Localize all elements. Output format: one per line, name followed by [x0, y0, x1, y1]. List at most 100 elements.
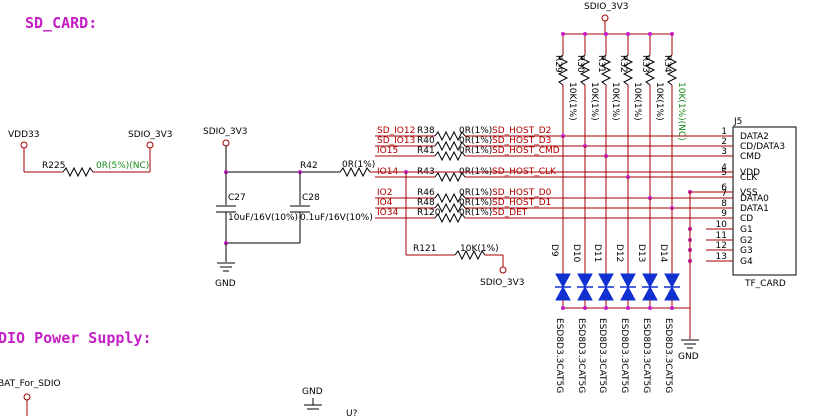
pullup-ref-1: R30 [575, 55, 585, 73]
j5-pin-num-10: 10 [716, 220, 728, 230]
signal-value-6: 0R(1%) [459, 208, 492, 218]
r121-block: R121 10K(1%) SDIO_3V3 [405, 172, 525, 288]
r121-ref: R121 [413, 244, 436, 254]
pullup-value-0: 10K(1%) [567, 82, 577, 121]
j5-pin-num-7: 7 [721, 189, 727, 199]
j5-ref: J5 [733, 117, 742, 127]
vdd33-port [20, 141, 28, 149]
j5-pin-name-12: G3 [740, 246, 753, 256]
diode-ref-1: D10 [571, 244, 581, 263]
gnd-label-bottom: GND [302, 387, 323, 397]
signal-io-1: SD_IO13 [377, 136, 415, 146]
j5-pin-num-3: 3 [721, 147, 727, 157]
decoupling-block: SDIO_3V3 C27 10uF/16V(10%) C28 0.1uF/16V… [203, 127, 406, 289]
sdio-3v3-label-top: SDIO_3V3 [584, 2, 629, 12]
signal-io-5: IO4 [377, 198, 393, 208]
sdio-3v3-label-1: SDIO_3V3 [128, 130, 173, 140]
signal-net-1: SD_HOST_D3 [492, 136, 551, 146]
signal-res-1: R40 [417, 136, 435, 146]
signal-res-0: R38 [417, 126, 435, 136]
signal-net-0: SD_HOST_D2 [492, 126, 551, 136]
j5-pin-name-11: G2 [740, 236, 753, 246]
signal-value-2: 0R(1%) [459, 146, 492, 156]
signal-io-6: IO34 [377, 208, 398, 218]
sdio-3v3-port-1 [146, 141, 154, 149]
r225-block: VDD33 SDIO_3V3 R225 0R(5%)(NC) [8, 130, 173, 178]
j5-pin-name-8: DATA1 [740, 204, 769, 214]
signal-value-5: 0R(1%) [459, 198, 492, 208]
pullup-value-1: 10K(1%) [589, 82, 599, 121]
signal-value-1: 0R(1%) [459, 136, 492, 146]
vbat-label: BAT_For_SDIO [0, 379, 61, 389]
section-title-sd-card: SD_CARD: [25, 14, 97, 32]
pullup-block: SDIO_3V3 R29 10K(1%) R30 10K(1%) R31 10K(1%) R… [553, 2, 686, 141]
signal-io-0: SD_IO12 [377, 126, 415, 136]
r225-ref: R225 [42, 161, 65, 171]
diode-part-3: ESD8D3.3CAT5G [619, 318, 629, 393]
j5-pin-num-4: 4 [721, 163, 727, 173]
power-supply-fragment: BAT_For_SDIO GND U? [0, 379, 358, 416]
pullup-ref-0: R29 [553, 55, 563, 73]
pullup-value-2: 10K(1%) [610, 82, 620, 121]
signal-value-0: 0R(1%) [459, 126, 492, 136]
j5-pin-name-4: VDD [740, 168, 760, 178]
diode-part-2: ESD8D3.3CAT5G [597, 318, 607, 393]
signal-net-6: SD_DET [492, 208, 528, 218]
signal-io-2: IO15 [377, 146, 398, 156]
diode-part-0: ESD8D3.3CAT5G [554, 318, 564, 393]
pullup-ref-4: R33 [640, 55, 650, 73]
c28-ref: C28 [302, 193, 320, 203]
j5-pin-name-2: CD/DATA3 [740, 142, 785, 152]
diode-ref-4: D13 [636, 244, 646, 262]
signal-net-2: SD_HOST_CMD [492, 146, 560, 156]
signal-res-4: R46 [417, 188, 435, 198]
diode-ref-5: D14 [658, 244, 668, 263]
pullup-value-3: 10K(1%) [632, 82, 642, 121]
diode-ref-2: D11 [592, 244, 602, 262]
j5-pin-name-7: DATA0 [740, 194, 769, 204]
diode-part-1: ESD8D3.3CAT5G [576, 318, 586, 393]
j5-pin-num-1: 1 [721, 127, 727, 137]
j5-pin-name-5: CLK [740, 173, 758, 183]
sdio-3v3-port-top [601, 14, 609, 22]
r42-value: 0R(1%) [342, 160, 375, 170]
c27-value: 10uF/16V(10%) [228, 213, 298, 223]
pullup-ref-5: R34 [662, 55, 672, 73]
r225-value: 0R(5%)(NC) [96, 161, 149, 171]
sdio-3v3-label-2: SDIO_3V3 [203, 127, 248, 137]
gnd-label-caps: GND [215, 279, 236, 289]
bottom-ref: U? [346, 409, 358, 416]
j5-pin-num-6: 6 [721, 183, 727, 193]
j5-pin-num-8: 8 [721, 199, 727, 209]
diode-ref-3: D12 [614, 244, 624, 262]
pullup-ref-3: R32 [618, 55, 628, 73]
diode-ref-0: D9 [549, 244, 559, 257]
j5-name: TF_CARD [744, 279, 786, 289]
j5-pin-num-9: 9 [721, 209, 727, 219]
diode-part-5: ESD8D3.3CAT5G [663, 318, 673, 393]
pullup-ref-2: R31 [596, 55, 606, 73]
sdio-3v3-port-2 [222, 139, 230, 147]
signal-value-4: 0R(1%) [459, 188, 492, 198]
signal-net-4: SD_HOST_D0 [492, 188, 552, 198]
j5-pin-num-5: 5 [721, 168, 727, 178]
j5-pin-name-10: G1 [740, 225, 753, 235]
r121-value: 10K(1%) [460, 244, 499, 254]
pullup-value-5: 10K(1%)(NC) [676, 82, 686, 141]
signal-io-3: IO14 [377, 167, 398, 177]
signal-net-5: SD_HOST_D1 [492, 198, 551, 208]
signal-res-5: R48 [417, 198, 435, 208]
section-title-power-supply: DIO Power Supply: [0, 329, 152, 347]
j5-pin-name-13: G4 [740, 257, 753, 267]
signal-io-4: IO2 [377, 188, 392, 198]
c28-value: 0.1uF/16V(10%) [300, 213, 373, 223]
j5-pin-num-13: 13 [716, 252, 727, 262]
r42-ref: R42 [300, 161, 318, 171]
gnd-label-j5: GND [678, 352, 699, 362]
j5-pin-num-2: 2 [721, 137, 727, 147]
vdd33-label: VDD33 [8, 130, 39, 140]
j5-pin-num-11: 11 [716, 231, 727, 241]
